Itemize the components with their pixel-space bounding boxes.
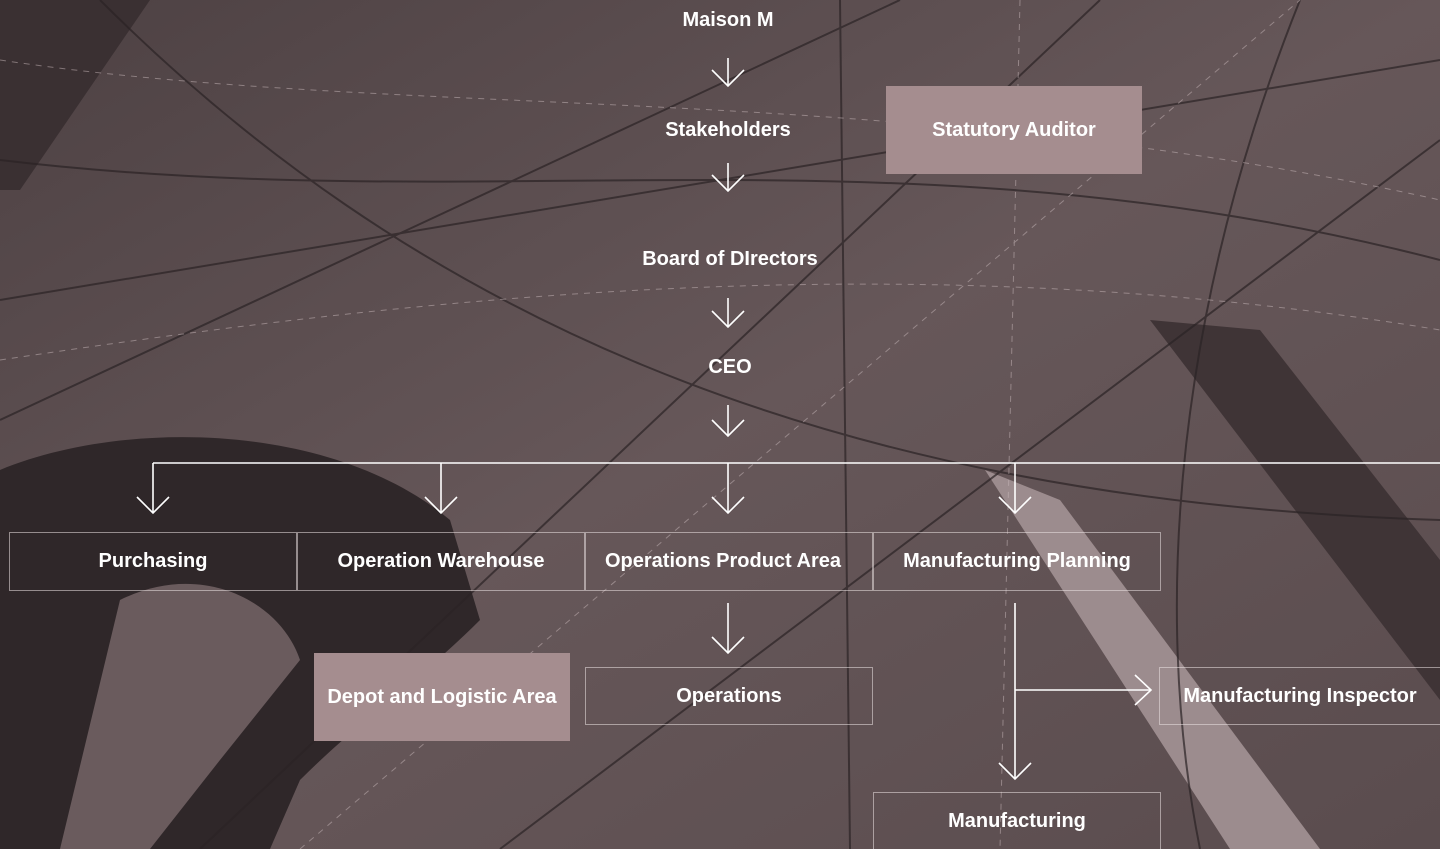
purchasing-box: Purchasing: [9, 532, 297, 591]
manufacturing-inspector-box: Manufacturing Inspector: [1159, 667, 1440, 725]
ceo-label: CEO: [708, 356, 752, 378]
operation-warehouse-box: Operation Warehouse: [297, 532, 585, 591]
manufacturing-planning-box: Manufacturing Planning: [873, 532, 1161, 591]
maison-m-label: Maison M: [682, 9, 774, 31]
stakeholders-label: Stakeholders: [665, 119, 791, 141]
manufacturing-box: Manufacturing: [873, 792, 1161, 849]
board-of-directors-label: Board of DIrectors: [642, 248, 818, 270]
depot-logistic-area-box: Depot and Logistic Area: [314, 653, 570, 741]
statutory-auditor-box: Statutory Auditor: [886, 86, 1142, 174]
operations-box: Operations: [585, 667, 873, 725]
operations-product-area-box: Operations Product Area: [585, 532, 873, 591]
